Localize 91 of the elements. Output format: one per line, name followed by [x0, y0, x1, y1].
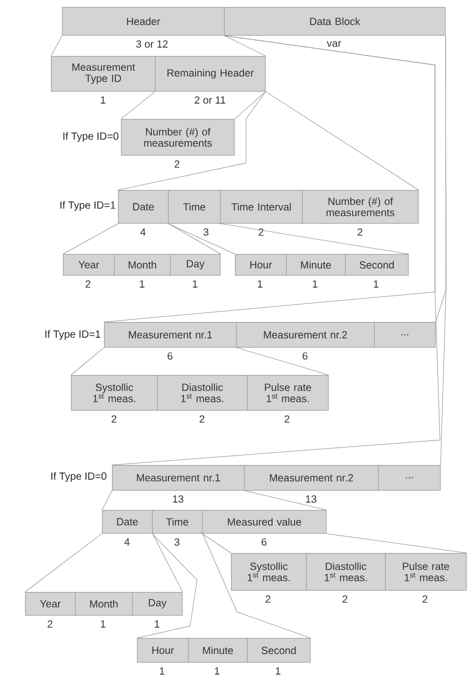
size-label: 3 [204, 228, 208, 236]
size-label: 13 [306, 495, 316, 503]
field-cell: Measurement nr.1 [104, 322, 237, 348]
size-label: 1 [374, 280, 378, 288]
field-cell: Time [152, 510, 203, 534]
field-cell: Systollic 1$^{st}$ meas. [231, 553, 307, 591]
size-label: 3 [174, 538, 180, 546]
connector-line [440, 35, 446, 466]
connector-line [136, 533, 198, 638]
field-cell: Time Interval [220, 190, 303, 224]
size-label: 2 [284, 415, 290, 423]
field-cell: Data Block [224, 7, 446, 36]
field-cell: Month [114, 254, 171, 276]
size-label: 4 [140, 228, 146, 236]
connector-line [224, 35, 266, 56]
field-cell: Diastollic 1$^{st}$ meas. [306, 553, 386, 591]
connector-line [118, 91, 266, 190]
size-label: 2 [358, 228, 362, 236]
connector-line [220, 223, 409, 254]
field-cell: Time [168, 190, 221, 224]
connector-line [152, 533, 183, 592]
field-cell: Day [132, 592, 183, 616]
connector-line [112, 35, 440, 466]
size-label: 4 [124, 538, 130, 546]
connector-line [50, 35, 62, 56]
field-cell: Number (#) of measurements [121, 119, 235, 156]
size-label: 2 [258, 228, 264, 236]
size-label: 1 [140, 280, 144, 288]
size-label: 2 [112, 415, 116, 423]
field-cell: Diastollic 1$^{st}$ meas. [157, 375, 248, 411]
field-cell: Measurement Type ID [51, 56, 156, 92]
field-cell: Second [247, 638, 311, 663]
size-label: 2 [266, 595, 270, 603]
connector-line [326, 533, 467, 554]
size-label: 1 [214, 667, 220, 675]
connector-line [62, 223, 118, 254]
size-label: 1 [192, 280, 198, 288]
size-label: 1 [154, 620, 160, 628]
field-cell: Date [118, 190, 169, 224]
size-label: 3 or 12 [136, 40, 168, 48]
connector-line [244, 490, 327, 510]
size-label: 1 [100, 96, 106, 104]
connector-line [265, 91, 419, 190]
size-label: 2 [86, 280, 90, 288]
field-cell: Minute [286, 254, 346, 276]
field-cell: Number (#) of measurements [302, 190, 419, 224]
connector-line [202, 533, 311, 638]
field-cell: Hour [235, 254, 287, 276]
field-cell: Year [63, 254, 115, 276]
field-cell: Date [102, 510, 153, 534]
field-cell: Pulse rate 1$^{st}$ meas. [385, 553, 467, 591]
connector-line [70, 347, 104, 376]
field-cell: Year [25, 592, 76, 616]
connector-line [24, 533, 102, 592]
connector-line [236, 347, 329, 376]
field-cell: Hour [137, 638, 189, 663]
size-label: 2 [422, 595, 428, 603]
connector-line [234, 91, 266, 120]
size-label: 1 [312, 280, 318, 288]
size-label: 2 [342, 595, 348, 603]
size-label: 1 [100, 620, 106, 628]
condition-label: If Type ID=0 [51, 472, 106, 482]
size-label: 2 or 11 [194, 96, 226, 104]
field-cell: Measurement nr.1 [112, 465, 245, 491]
condition-label: If Type ID=1 [45, 330, 100, 340]
connector-line [168, 223, 236, 254]
field-cell: Day [170, 254, 221, 276]
size-label: 13 [173, 495, 184, 503]
field-cell: ... [374, 322, 436, 348]
size-label: 1 [160, 667, 164, 675]
size-label: 2 [174, 160, 180, 168]
connector-line [120, 91, 156, 120]
size-label: 2 [200, 415, 204, 423]
field-cell: Second [345, 254, 409, 276]
field-cell: ... [378, 465, 441, 491]
field-cell: Remaining Header [155, 56, 266, 92]
field-cell: Pulse rate 1$^{st}$ meas. [247, 375, 329, 411]
size-label: 1 [258, 280, 262, 288]
connector-line [102, 490, 112, 510]
connector-line [202, 533, 232, 554]
size-label: 6 [168, 352, 172, 360]
connector-line [168, 223, 221, 254]
size-label: var [326, 41, 342, 47]
size-label: 6 [302, 352, 308, 360]
size-label: 6 [262, 538, 266, 546]
field-cell: Header [62, 7, 225, 36]
field-cell: Month [75, 592, 133, 616]
field-cell: Systollic 1$^{st}$ meas. [71, 375, 158, 411]
size-label: 1 [276, 667, 280, 675]
field-cell: Minute [188, 638, 248, 663]
size-label: 2 [48, 620, 52, 628]
